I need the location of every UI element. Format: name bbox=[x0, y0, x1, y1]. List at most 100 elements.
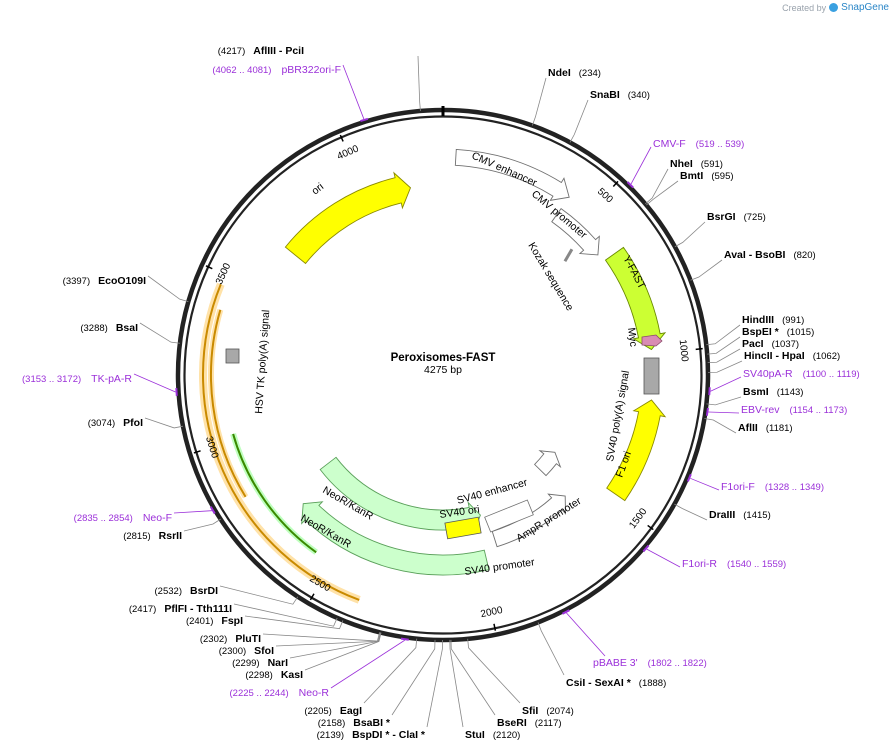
feature-cmv-enhancer bbox=[454, 148, 570, 201]
enzyme-leader-line bbox=[449, 639, 464, 728]
enzyme-name: PacI bbox=[742, 338, 764, 350]
enzyme-name: PluTI bbox=[235, 633, 261, 645]
enzyme-site: HindIII(991) bbox=[742, 314, 804, 326]
feature-cmv-promoter bbox=[551, 208, 600, 256]
enzyme-position: (595) bbox=[711, 171, 733, 182]
feature-label: SV40 enhancer bbox=[456, 476, 530, 506]
enzyme-name: SnaBI bbox=[590, 89, 620, 101]
enzyme-position: (3074) bbox=[88, 418, 115, 429]
enzyme-position: (2815) bbox=[123, 531, 150, 542]
enzyme-site: BspDI * - ClaI *(2139) bbox=[317, 729, 426, 741]
primer-name: Neo-F bbox=[143, 512, 172, 524]
enzyme-site: PflFI - Tth111I (2417) bbox=[129, 603, 232, 615]
feature-f1-ori bbox=[606, 399, 667, 502]
enzyme-site: BsrDI(2532) bbox=[155, 585, 219, 597]
enzyme-site: SfiI(2074) bbox=[522, 705, 574, 717]
tick-label: 3500 bbox=[214, 261, 233, 286]
primer-range: (3153 .. 3172) bbox=[22, 374, 81, 385]
myc-tag-arrow bbox=[641, 334, 663, 347]
feature-label: ori bbox=[309, 181, 326, 198]
hsv-tk-polya-block bbox=[225, 348, 240, 364]
enzyme-name: KasI bbox=[281, 669, 303, 681]
sv40-polya-block bbox=[643, 357, 660, 395]
enzyme-site: AflII(1181) bbox=[738, 422, 793, 434]
enzyme-position: (3288) bbox=[80, 323, 107, 334]
snapgene-logo-icon bbox=[829, 3, 839, 12]
enzyme-name: BsmI bbox=[743, 386, 769, 398]
enzyme-position: (2302) bbox=[200, 634, 227, 645]
primer-leader-line bbox=[630, 146, 652, 185]
primer-bind-mark bbox=[626, 181, 634, 189]
enzyme-leader-line bbox=[707, 336, 741, 355]
plasmid-size: 4275 bp bbox=[424, 364, 462, 376]
enzyme-site: EcoO109I(3397) bbox=[63, 275, 146, 287]
primer-name: SV40pA-R bbox=[743, 368, 793, 380]
primer-bind-mark bbox=[400, 637, 409, 641]
enzyme-name: CsiI - SexAI * bbox=[566, 677, 632, 689]
enzyme-name: NdeI bbox=[548, 67, 571, 79]
enzyme-position: (820) bbox=[793, 250, 815, 261]
enzyme-leader-line bbox=[704, 418, 737, 434]
enzyme-position: (2117) bbox=[535, 718, 562, 729]
enzyme-leader-line bbox=[183, 518, 221, 532]
enzyme-position: (2417) bbox=[129, 604, 156, 615]
feature-label: Myc bbox=[625, 327, 639, 348]
primer-bind-mark bbox=[686, 473, 692, 482]
tick-mark bbox=[612, 180, 619, 188]
enzyme-position: (3397) bbox=[63, 276, 90, 287]
enzyme-site: AvaI - BsoBI(820) bbox=[724, 249, 816, 261]
enzyme-position: (234) bbox=[579, 68, 601, 79]
primer-leader-line bbox=[690, 477, 720, 491]
enzyme-name: AflII bbox=[738, 422, 758, 434]
enzyme-site: EagI(2205) bbox=[304, 705, 362, 717]
primer-name: F1ori-F bbox=[721, 481, 755, 493]
primer-bind-mark bbox=[561, 609, 570, 615]
feature-label: HSV TK poly(A) signal bbox=[253, 309, 272, 414]
enzyme-leader-line bbox=[531, 77, 547, 126]
enzyme-name: PflFI - Tth111I bbox=[164, 603, 232, 615]
enzyme-site: NheI(591) bbox=[670, 158, 723, 170]
enzyme-leader-line bbox=[706, 324, 741, 346]
enzyme-leader-line bbox=[417, 55, 421, 111]
tick-mark bbox=[193, 450, 201, 454]
enzyme-position: (725) bbox=[744, 212, 766, 223]
enzyme-site: DraIII(1415) bbox=[709, 509, 771, 521]
enzyme-site: PacI(1037) bbox=[742, 338, 799, 350]
enzyme-name: NarI bbox=[268, 657, 289, 669]
tick-mark bbox=[309, 593, 315, 601]
enzyme-site: RsrII(2815) bbox=[123, 530, 182, 542]
primer-sites: pBR322ori-F(4062 .. 4081)CMV-F(519 .. 53… bbox=[22, 64, 860, 699]
enzyme-leader-line bbox=[707, 360, 743, 373]
enzyme-site: PluTI (2302) bbox=[200, 633, 261, 645]
enzyme-name: BseRI bbox=[497, 717, 527, 729]
enzyme-site: BmtI (595) bbox=[680, 170, 734, 182]
enzyme-position: (1143) bbox=[777, 387, 804, 398]
enzyme-name: AflIII - PciI bbox=[253, 45, 304, 57]
primer-leader-line bbox=[710, 376, 742, 392]
enzyme-leader-line bbox=[537, 622, 565, 676]
enzyme-leader-line bbox=[467, 638, 521, 704]
sv40-ori-box bbox=[444, 516, 482, 540]
enzyme-site: SnaBI(340) bbox=[590, 89, 650, 101]
tick-label: 2000 bbox=[480, 605, 504, 620]
tick-mark bbox=[493, 623, 497, 631]
enzyme-site: KasI(2298) bbox=[245, 669, 303, 681]
primer-name: Neo-R bbox=[299, 687, 330, 699]
map-center-label: Peroxisomes-FAST 4275 bp bbox=[391, 352, 496, 376]
feature-ampr-promoter bbox=[533, 450, 562, 477]
enzyme-site: BsaBI *(2158) bbox=[318, 717, 391, 729]
enzyme-site: FspI(2401) bbox=[186, 615, 243, 627]
enzyme-position: (991) bbox=[782, 315, 804, 326]
enzyme-leader-line bbox=[244, 615, 344, 630]
tick-label: 1500 bbox=[627, 506, 649, 531]
enzyme-leader-line bbox=[391, 639, 436, 716]
primer-name: TK-pA-R bbox=[91, 373, 132, 385]
enzyme-name: EagI bbox=[340, 705, 362, 717]
enzyme-name: BmtI bbox=[680, 170, 703, 182]
orf-arrow-green bbox=[232, 433, 317, 554]
enzyme-site: HincII - HpaI(1062) bbox=[744, 350, 840, 362]
primer-name: pBR322ori-F bbox=[281, 64, 341, 76]
enzyme-site: BsrGI(725) bbox=[707, 211, 766, 223]
primer-leader-line bbox=[133, 373, 176, 393]
enzyme-leader-line bbox=[645, 168, 669, 205]
